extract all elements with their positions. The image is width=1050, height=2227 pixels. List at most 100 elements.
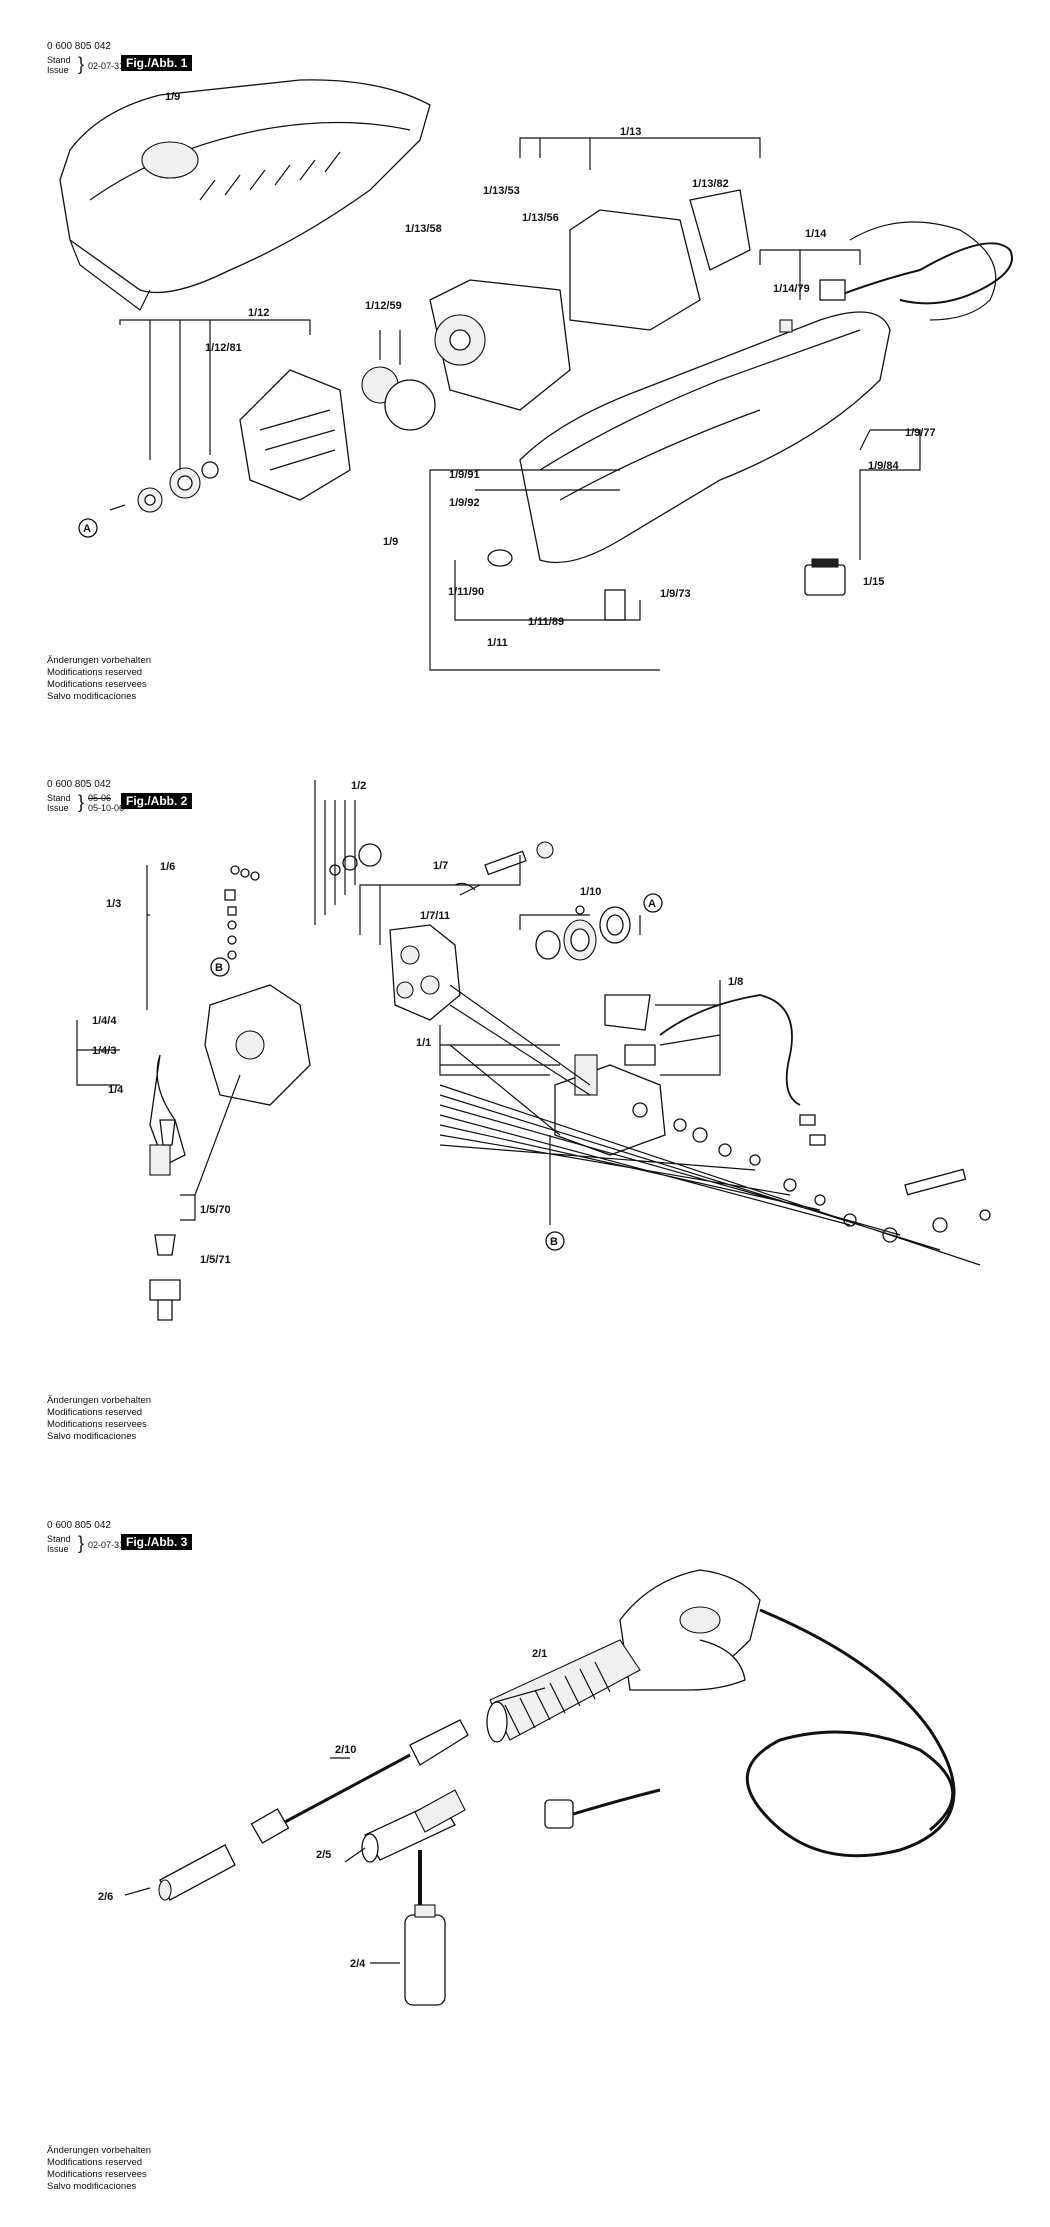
- label-1-9-73: 1/9/73: [660, 588, 691, 600]
- stand-label: Stand: [47, 1534, 71, 1544]
- notes-block: Änderungen vorbehalten Modifications res…: [47, 655, 151, 703]
- callout-a: A: [83, 523, 91, 535]
- label-1-9: 1/9: [383, 536, 398, 548]
- note-line: Modifications reservees: [47, 2169, 147, 2180]
- power-cord-part: [779, 221, 1013, 333]
- lance-part: [250, 1719, 469, 1844]
- motor-cover-part: [569, 189, 751, 331]
- struck-date: 05-06: [88, 793, 112, 803]
- label-2-10: 2/10: [335, 1744, 356, 1756]
- label-1-13: 1/13: [620, 126, 641, 138]
- label-1-4: 1/4: [108, 1084, 124, 1096]
- part-number: 0 600 805 042: [47, 1520, 111, 1531]
- label-1-3: 1/3: [106, 898, 121, 910]
- issue-date: 02-07-31: [88, 1540, 125, 1550]
- label-1-10: 1/10: [580, 886, 601, 898]
- label-1-9-92: 1/9/92: [449, 497, 480, 509]
- brace-glyph: }: [78, 1533, 85, 1553]
- label-1-12-59: 1/12/59: [365, 300, 402, 312]
- label-1-15: 1/15: [863, 576, 884, 588]
- note-line: Modifications reservees: [47, 1419, 147, 1430]
- foam-nozzle-part: [361, 1789, 466, 1910]
- notes-block: Änderungen vorbehalten Modifications res…: [47, 1395, 151, 1443]
- part-number: 0 600 805 042: [47, 779, 111, 790]
- label-1-11: 1/11: [487, 637, 508, 649]
- motor-part: [429, 279, 571, 411]
- label-1-7-11: 1/7/11: [420, 910, 450, 922]
- pump-body-part: [149, 984, 311, 1176]
- note-line: Änderungen vorbehalten: [47, 1395, 152, 1406]
- nozzle-parts: [149, 1119, 181, 1321]
- note-line: Modifications reserved: [47, 1407, 143, 1418]
- washer-parts: [535, 906, 631, 961]
- note-line: Änderungen vorbehalten: [47, 655, 152, 666]
- exploded-view-drawing-1: A 1/9 1/13 1/13/53 1/13/56 1/13/82 1/13/…: [59, 79, 1013, 671]
- figure-title: Fig./Abb. 3: [121, 1534, 193, 1550]
- note-line: Salvo modificaciones: [47, 1431, 137, 1442]
- label-2-4: 2/4: [350, 1958, 366, 1970]
- fitting-part: [487, 549, 626, 621]
- label-1-2: 1/2: [351, 780, 366, 792]
- hose-part: [544, 1608, 956, 1858]
- note-line: Modifications reserved: [47, 2157, 143, 2168]
- bottle-part: [404, 1904, 446, 2006]
- label-2-1: 2/1: [532, 1648, 547, 1660]
- label-1-13-82: 1/13/82: [692, 178, 729, 190]
- leader-lines: [119, 137, 921, 671]
- bearing-parts: [109, 461, 219, 513]
- part-number: 0 600 805 042: [47, 41, 111, 52]
- label-1-11-90: 1/11/90: [448, 586, 484, 598]
- label-1-9-91: 1/9/91: [449, 469, 480, 481]
- callout-b-top: B: [215, 962, 223, 974]
- label-1-11-89: 1/11/89: [528, 616, 564, 628]
- note-line: Modifications reservees: [47, 679, 147, 690]
- label-1-4-3: 1/4/3: [92, 1045, 116, 1057]
- issue-date: 05-10-06: [88, 803, 125, 813]
- nozzle-part: [158, 1844, 236, 1901]
- label-1-13-58: 1/13/58: [405, 223, 442, 235]
- leader-2-6: [124, 1887, 151, 1896]
- label-1-13-53: 1/13/53: [483, 185, 520, 197]
- figure-1-panel: 0 600 805 042 Stand Issue } 02-07-31 Fig…: [0, 0, 1050, 740]
- callout-b-bottom: B: [550, 1236, 558, 1248]
- brace-glyph: }: [78, 792, 85, 812]
- stand-label: Stand: [47, 55, 71, 65]
- figure-3-panel: 0 600 805 042 Stand Issue } 02-07-31 Fig…: [0, 1490, 1050, 2227]
- note-line: Modifications reserved: [47, 667, 143, 678]
- label-1-7: 1/7: [433, 860, 448, 872]
- note-line: Änderungen vorbehalten: [47, 2145, 152, 2156]
- label-1-5-70: 1/5/70: [200, 1204, 231, 1216]
- issue-label: Issue: [47, 65, 69, 75]
- issue-label: Issue: [47, 1544, 69, 1554]
- label-1-8: 1/8: [728, 976, 743, 988]
- base-housing-part: [519, 311, 891, 564]
- pump-head-part: [239, 366, 436, 501]
- top-cover-part: [59, 79, 431, 311]
- issue-label: Issue: [47, 803, 69, 813]
- label-2-6: 2/6: [98, 1891, 113, 1903]
- brace-glyph: }: [78, 54, 85, 74]
- label-1-1: 1/1: [416, 1037, 431, 1049]
- label-1-5-71: 1/5/71: [200, 1254, 231, 1266]
- switch-part: [804, 558, 846, 596]
- label-1-9-77: 1/9/77: [905, 427, 936, 439]
- piston-plate-part: [329, 841, 554, 1021]
- stand-issue-labels: Stand Issue: [47, 793, 71, 813]
- label-1-9-84: 1/9/84: [868, 460, 899, 472]
- small-parts-row: [673, 1118, 991, 1243]
- label-2-5: 2/5: [316, 1849, 331, 1861]
- label-1-14: 1/14: [805, 228, 827, 240]
- label-1-12-81: 1/12/81: [205, 342, 242, 354]
- figure-title: Fig./Abb. 2: [121, 793, 193, 809]
- stand-issue-labels: Stand Issue: [47, 55, 71, 75]
- callout-a: A: [648, 898, 656, 910]
- exploded-view-drawing-3: 2/1 2/10 2/5 2/6 2/4: [98, 1569, 956, 2006]
- pressure-switch-part: [604, 994, 826, 1146]
- exploded-view-drawing-2: A B B 1/2 1/6 1/3 1/7 1/7/11 1/10 1/8 1/…: [76, 780, 991, 1321]
- figure-title: Fig./Abb. 1: [121, 55, 193, 71]
- notes-block: Änderungen vorbehalten Modifications res…: [47, 2145, 151, 2193]
- stand-label: Stand: [47, 793, 71, 803]
- label-1-4-4: 1/4/4: [92, 1015, 117, 1027]
